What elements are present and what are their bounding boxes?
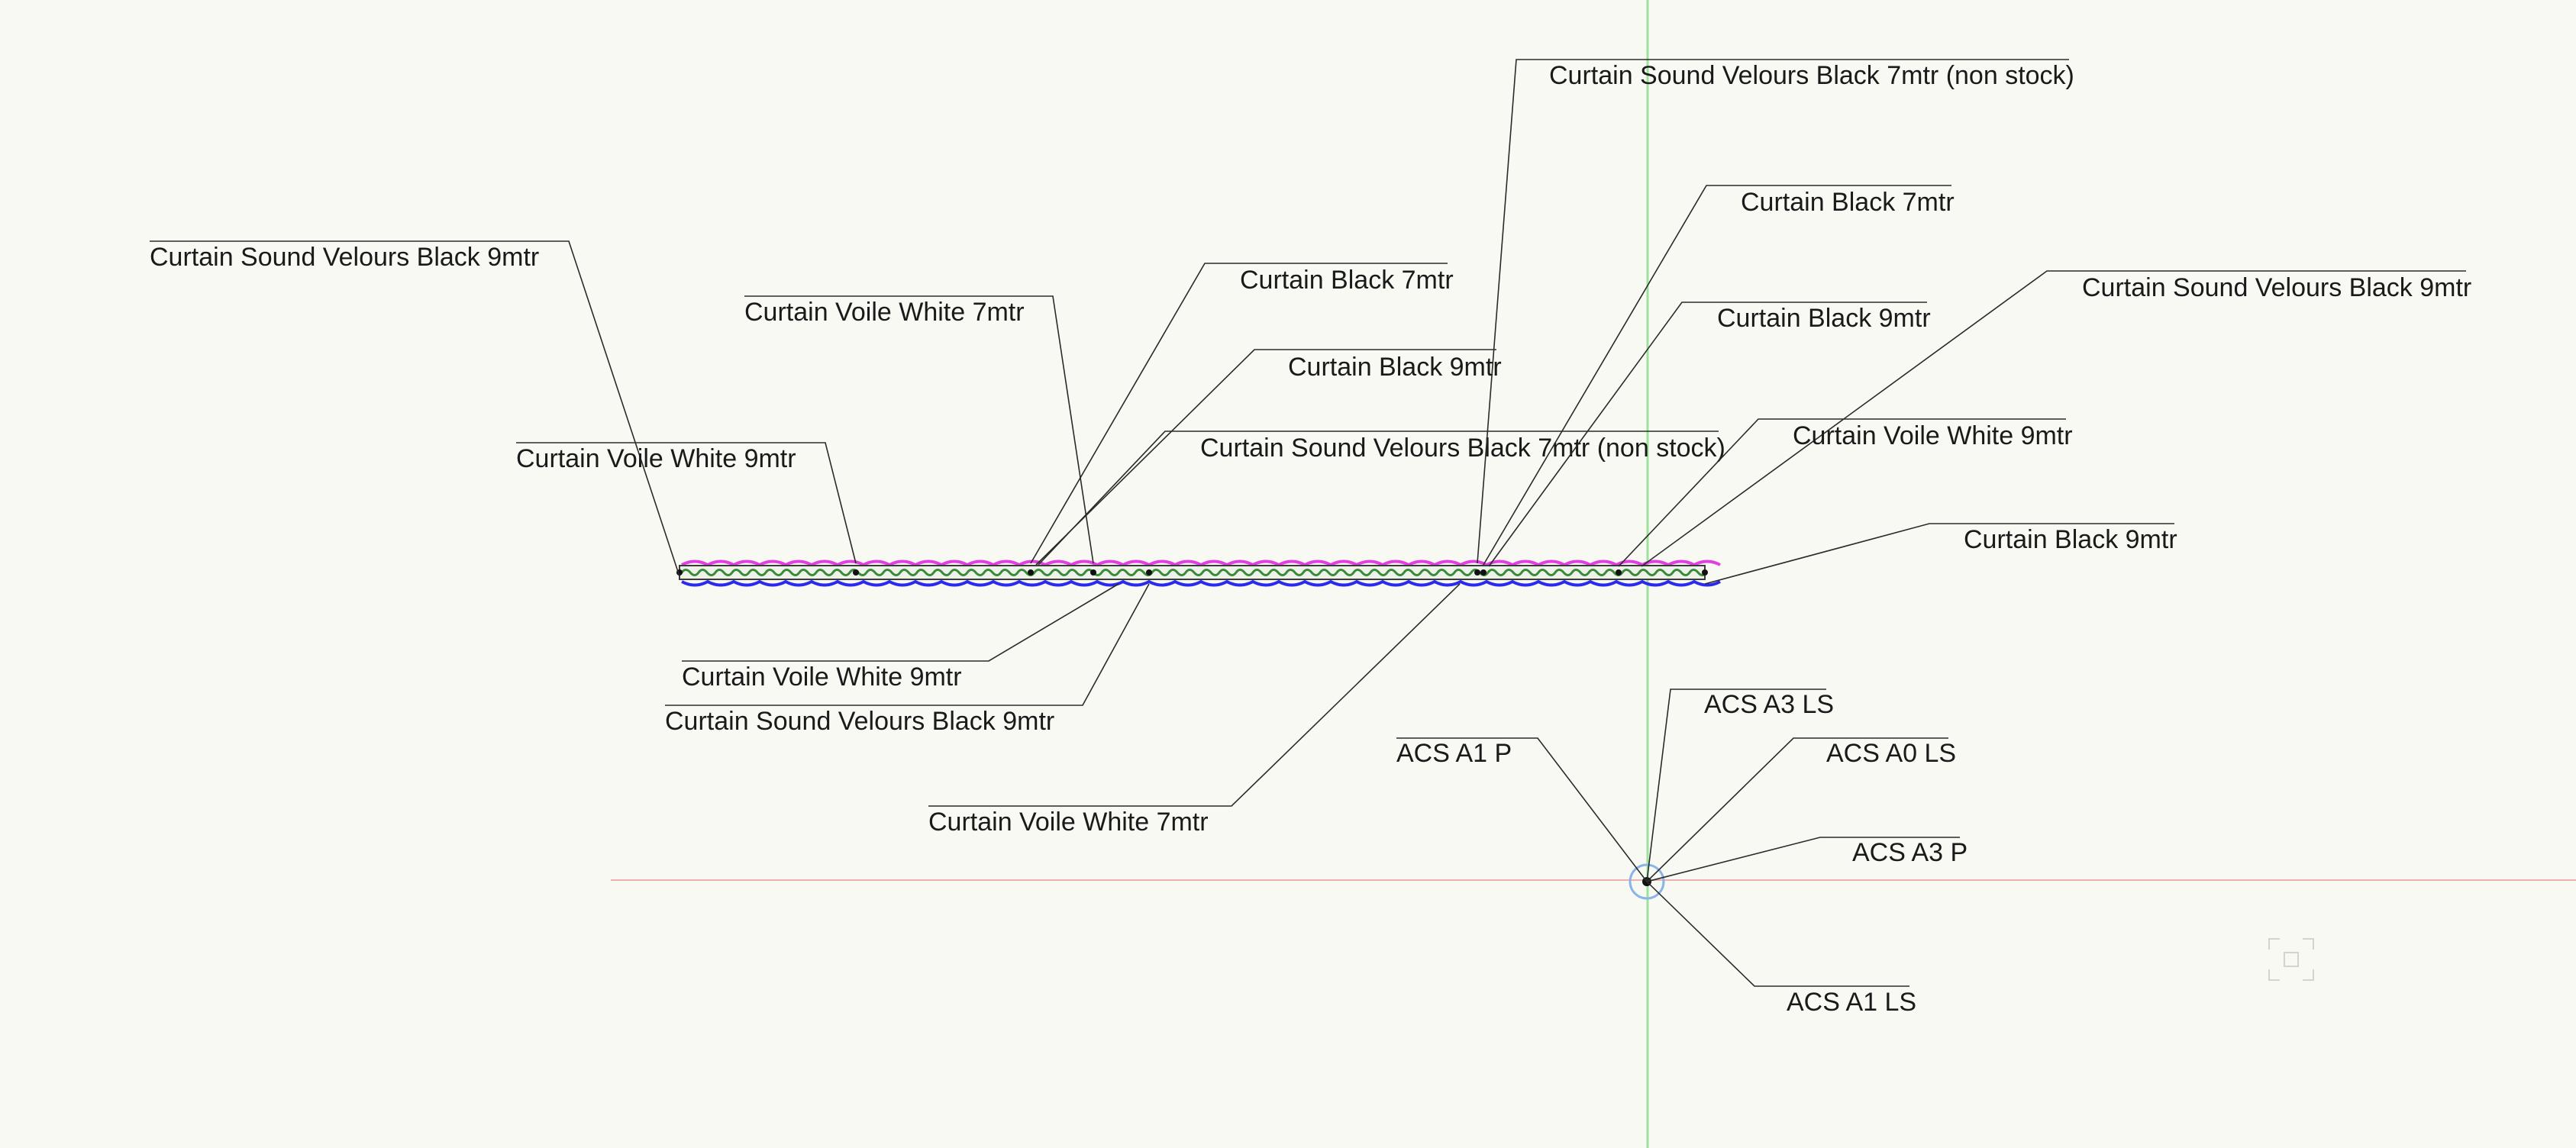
label-curtain-voile-white-9mtr-bottom[interactable]: Curtain Voile White 9mtr [682,663,962,692]
curtain-anchor-dot [1480,569,1487,576]
label-curtain-sound-velours-black-9mtr-right[interactable]: Curtain Sound Velours Black 9mtr [2082,273,2471,302]
curtain-anchor-points [676,569,1708,576]
curtain-anchor-dot [1090,569,1096,576]
label-acs-a1-p[interactable]: ACS A1 P [1396,739,1512,768]
curtain-wave-magenta [681,559,1721,567]
label-curtain-black-9mtr-right[interactable]: Curtain Black 9mtr [1717,304,1931,333]
label-acs-a1-ls[interactable]: ACS A1 LS [1787,988,1916,1017]
label-acs-a0-ls[interactable]: ACS A0 LS [1826,739,1956,768]
label-curtain-black-7mtr[interactable]: Curtain Black 7mtr [1240,266,1454,295]
label-curtain-sound-velours-black-9mtr[interactable]: Curtain Sound Velours Black 9mtr [150,243,539,272]
curtain-anchor-dot [1474,569,1480,576]
label-curtain-sound-velours-black-9mtr-bottom[interactable]: Curtain Sound Velours Black 9mtr [665,707,1054,736]
label-curtain-sound-velours-black-7mtr-non-stock[interactable]: Curtain Sound Velours Black 7mtr (non st… [1200,434,1725,463]
curtain-anchor-dot [1146,569,1152,576]
label-acs-a3-ls[interactable]: ACS A3 LS [1704,690,1834,719]
curtain-wave-blue [681,579,1721,587]
label-curtain-black-9mtr[interactable]: Curtain Black 9mtr [1288,353,1502,382]
label-curtain-voile-white-9mtr[interactable]: Curtain Voile White 9mtr [516,444,796,473]
viewport-corner-icon[interactable] [2268,938,2314,981]
curtain-anchor-dot [1028,569,1034,576]
label-curtain-black-7mtr-right[interactable]: Curtain Black 7mtr [1741,188,1955,217]
label-acs-a3-p[interactable]: ACS A3 P [1852,838,1968,867]
label-curtain-voile-white-9mtr-right[interactable]: Curtain Voile White 9mtr [1793,421,2073,450]
curtain-anchor-dot [1616,569,1622,576]
curtain-track[interactable] [676,559,1721,587]
label-curtain-voile-white-7mtr-bottom[interactable]: Curtain Voile White 7mtr [928,808,1209,837]
origin-crosshair-icon[interactable] [1629,863,1665,900]
label-curtain-sound-velours-black-7mtr-non-stock-top[interactable]: Curtain Sound Velours Black 7mtr (non st… [1549,61,2074,90]
curtain-anchor-dot [853,569,859,576]
curtain-labels: Curtain Sound Velours Black 9mtr Curtain… [150,59,2471,837]
acs-labels: ACS A3 LS ACS A1 P ACS A0 LS ACS A3 P AC… [1396,688,1968,1017]
label-curtain-black-9mtr-far-right[interactable]: Curtain Black 9mtr [1964,525,2177,554]
curtain-anchor-dot [1702,569,1708,576]
label-curtain-voile-white-7mtr[interactable]: Curtain Voile White 7mtr [744,298,1025,327]
